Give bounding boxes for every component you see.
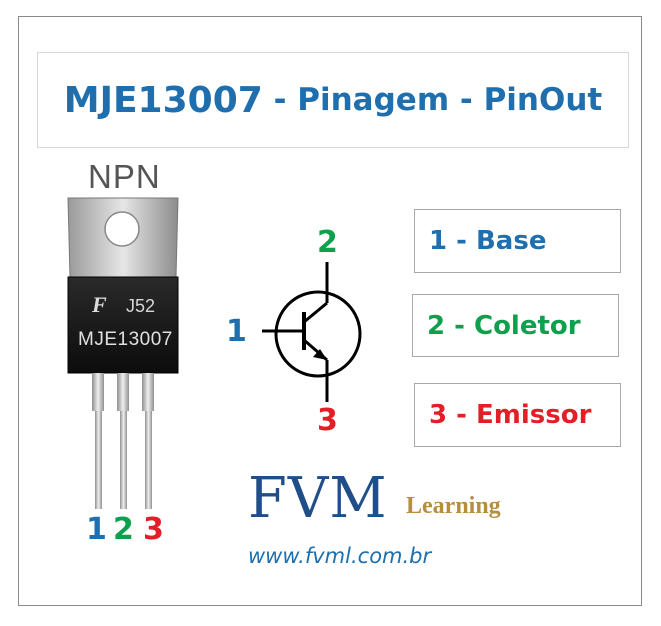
package-pin-2: 2 bbox=[113, 512, 134, 547]
package-date-code: J52 bbox=[126, 296, 156, 316]
symbol-circle bbox=[274, 290, 362, 378]
title-box: MJE13007 - Pinagem - PinOut bbox=[37, 52, 629, 148]
collector-diag bbox=[303, 301, 328, 324]
package-logo: F bbox=[92, 292, 107, 317]
package-pin-3: 3 bbox=[143, 512, 164, 547]
pin-label-base: 1 - Base bbox=[429, 226, 547, 256]
pin-box-base: 1 - Base bbox=[414, 209, 621, 273]
pin-box-collector: 2 - Coletor bbox=[412, 294, 619, 357]
mounting-hole bbox=[104, 211, 140, 247]
plastic-body bbox=[67, 276, 179, 374]
package-pin-1: 1 bbox=[86, 512, 107, 547]
brand-tagline: Learning bbox=[406, 493, 501, 519]
symbol-pin-collector: 2 bbox=[317, 225, 338, 260]
title-subtitle: - Pinagem - PinOut bbox=[262, 82, 603, 118]
npn-label: NPN bbox=[88, 158, 161, 195]
brand-logo: FVM bbox=[248, 466, 388, 531]
symbol-pin-base: 1 bbox=[226, 314, 247, 349]
symbol-pin-emitter: 3 bbox=[317, 403, 338, 438]
title-part-number: MJE13007 bbox=[63, 79, 263, 121]
pin-label-collector: 2 - Coletor bbox=[427, 310, 581, 341]
package-leads bbox=[92, 373, 154, 509]
emitter-arrow bbox=[313, 349, 327, 360]
outer-frame bbox=[18, 16, 642, 606]
package-part-marking: MJE13007 bbox=[78, 329, 173, 350]
brand-url[interactable]: www.fvml.com.br bbox=[248, 544, 432, 568]
pin-box-emitter: 3 - Emissor bbox=[414, 383, 621, 447]
pin-label-emitter: 3 - Emissor bbox=[429, 400, 592, 430]
